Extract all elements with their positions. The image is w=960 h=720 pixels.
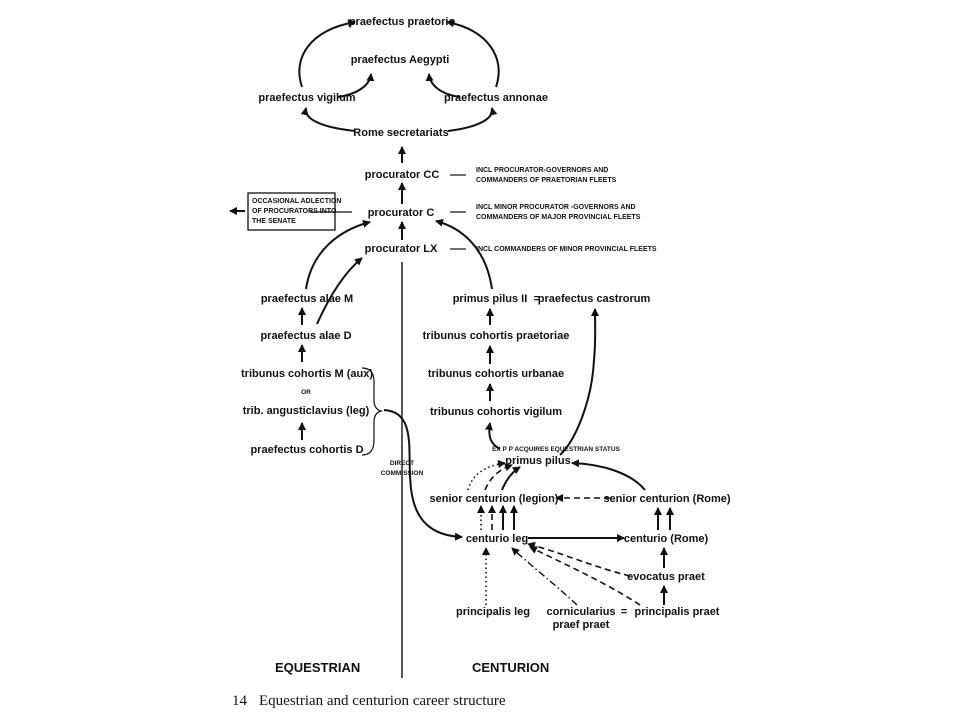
node-evocatus-praet: evocatus praet	[627, 571, 705, 583]
arrow-alae-m-to-procurator-c	[305, 219, 371, 290]
arrow-senior-rome-to-primus-pilus	[571, 459, 646, 491]
node-rome-secretariats: Rome secretariats	[353, 127, 448, 139]
node-procurator-c: procurator C	[368, 207, 435, 219]
arrow-direct-commission	[383, 409, 463, 541]
note-cc-line1: INCL PROCURATOR-GOVERNORS AND	[476, 167, 608, 174]
arrow-primus-pilus-ii-to-procurator-c	[435, 218, 493, 290]
note-c-line1: INCL MINOR PROCURATOR -GOVERNORS AND	[476, 204, 636, 211]
node-labels: praefectus praetorio praefectus Aegypti …	[241, 16, 731, 631]
node-praefectus-alae-m: praefectus alae M	[261, 293, 353, 305]
node-tribunus-urbanae: tribunus cohortis urbanae	[428, 368, 564, 380]
node-cornicularius: cornicularius	[546, 606, 615, 618]
note-lx-line1: INCL COMMANDERS OF MINOR PROVINCIAL FLEE…	[476, 246, 657, 253]
node-senior-centurion-rome: senior centurion (Rome)	[603, 493, 730, 505]
equestrian-arrows	[298, 307, 463, 541]
node-praefectus-annonae: praefectus annonae	[444, 92, 548, 104]
note-adlection-line3: THE SENATE	[252, 218, 296, 225]
arrow-secretariats-to-annonae	[447, 107, 498, 132]
arrow-expp-to-vigilum	[484, 422, 501, 450]
node-praefectus-alae-d: praefectus alae D	[260, 330, 351, 342]
arrow-senior-legion-to-primus-pilus-3	[501, 466, 521, 491]
node-praefectus-castrorum: praefectus castrorum	[538, 293, 651, 305]
node-praefectus-praetorio: praefectus praetorio	[349, 16, 456, 28]
arrow-secretariats-to-vigilum	[300, 107, 356, 132]
procurator-arrows	[229, 146, 493, 325]
node-praef-praet: praef praet	[553, 619, 610, 631]
arrow-primus-pilus-to-castrorum	[559, 308, 600, 456]
figure-caption: 14 Equestrian and centurion career struct…	[232, 693, 732, 710]
node-principalis-praet: principalis praet	[635, 606, 720, 618]
arrow-evocatus-to-centurio-leg	[527, 541, 631, 577]
note-c-line2: COMMANDERS OF MAJOR PROVINCIAL FLEETS	[476, 214, 641, 221]
arrow-vigilum-to-aegypti	[337, 73, 375, 98]
arrow-annonae-to-praetorio	[446, 19, 500, 88]
arrow-cornicularius-to-centurio-leg	[511, 547, 578, 606]
notes: INCL PROCURATOR-GOVERNORS AND COMMANDERS…	[252, 167, 657, 253]
node-tribunus-praetoriae: tribunus cohortis praetoriae	[423, 330, 570, 342]
node-tribunus-cohortis-m: tribunus cohortis M (aux)	[241, 368, 373, 380]
adlection-box	[247, 192, 336, 231]
node-centurio-rome: centurio (Rome)	[624, 533, 709, 545]
note-adlection-line2: OF PROCURATORS INTO	[252, 208, 337, 215]
column-heading-centurion: CENTURION	[472, 660, 549, 675]
node-centurio-leg: centurio leg	[466, 533, 528, 545]
node-praefectus-vigilum: praefectus vigilum	[258, 92, 355, 104]
node-procurator-lx: procurator LX	[365, 243, 438, 255]
node-procurator-cc: procurator CC	[365, 169, 440, 181]
note-cc-line2: COMMANDERS OF PRAETORIAN FLEETS	[476, 177, 617, 184]
node-praefectus-cohortis-d: praefectus cohortis D	[250, 444, 363, 456]
node-trib-angusticlavius: trib. angusticlavius (leg)	[243, 405, 370, 417]
arrow-senior-legion-to-primus-pilus-2	[484, 463, 513, 491]
node-senior-centurion-legion: senior centurion (legion)	[430, 493, 559, 505]
brace	[361, 367, 384, 456]
figure-number: 14	[232, 693, 247, 709]
node-primus-pilus-ii: primus pilus II	[453, 293, 528, 305]
label-direct: DIRECT	[390, 460, 414, 467]
node-primus-pilus: primus pilus	[505, 455, 570, 467]
node-equals-2: =	[621, 606, 627, 618]
top-prefecture-arrows	[298, 19, 500, 132]
node-principalis-leg: principalis leg	[456, 606, 530, 618]
note-adlection-line1: OCCASIONAL ADLECTION	[252, 198, 341, 205]
arrow-principalis-praet-to-centurio-leg	[529, 546, 641, 606]
figure-caption-text: Equestrian and centurion career structur…	[259, 693, 506, 709]
node-or: OR	[301, 389, 311, 396]
centurion-arrows	[467, 308, 674, 606]
arrow-annonae-to-aegypti	[425, 73, 461, 98]
node-equals-1: =	[534, 293, 540, 305]
node-tribunus-vigilum: tribunus cohortis vigilum	[430, 406, 562, 418]
node-praefectus-aegypti: praefectus Aegypti	[351, 54, 450, 66]
arrow-vigilum-to-praetorio	[298, 19, 356, 88]
arrow-alae-d-to-procurator-lx	[316, 257, 363, 325]
label-commission: COMMISSION	[381, 470, 424, 477]
node-ex-pp: EX P P ACQUIRES EQUESTRIAN STATUS	[492, 446, 621, 453]
column-heading-equestrian: EQUESTRIAN	[275, 660, 360, 675]
